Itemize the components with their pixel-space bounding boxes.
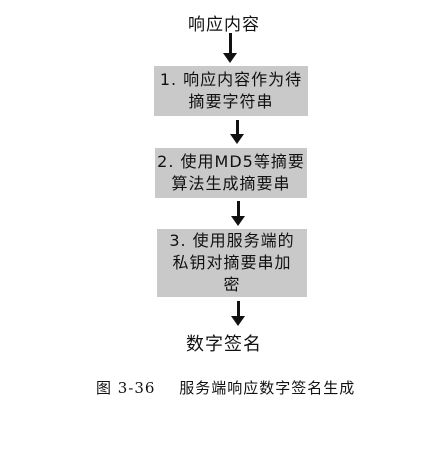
figure-title: 服务端响应数字签名生成: [179, 379, 356, 397]
step-2-line-1: 2. 使用MD5等摘要: [157, 152, 305, 171]
flow-arrow-4: [230, 301, 246, 326]
step-1-line-1: 1. 响应内容作为待: [159, 70, 303, 89]
input-label: 响应内容: [188, 15, 260, 35]
step-box-1: 1. 响应内容作为待 摘要字符串: [154, 66, 308, 116]
arrow-shaft: [235, 120, 239, 134]
step-3-line-1: 3. 使用服务端的: [169, 231, 295, 250]
arrow-down-icon: [231, 216, 245, 226]
step-3-line-2: 私钥对摘要串加: [172, 253, 292, 272]
arrow-down-icon: [230, 134, 244, 144]
flow-arrow-3: [230, 201, 246, 226]
flow-arrow-2: [229, 120, 245, 144]
output-label: 数字签名: [186, 334, 262, 355]
step-box-3: 3. 使用服务端的 私钥对摘要串加 密: [157, 229, 307, 297]
arrow-shaft: [236, 301, 240, 316]
step-3-line-3: 密: [223, 275, 241, 294]
figure-caption: 图 3-36 服务端响应数字签名生成: [96, 377, 355, 398]
step-1-line-2: 摘要字符串: [188, 92, 274, 111]
arrow-shaft: [236, 201, 240, 216]
step-box-2: 2. 使用MD5等摘要 算法生成摘要串: [155, 148, 307, 198]
arrow-down-icon: [231, 316, 245, 326]
arrow-shaft: [228, 33, 232, 53]
figure-number: 图 3-36: [96, 379, 156, 397]
step-2-line-2: 算法生成摘要串: [171, 174, 291, 193]
flow-arrow-1: [222, 33, 238, 63]
arrow-down-icon: [223, 53, 237, 63]
